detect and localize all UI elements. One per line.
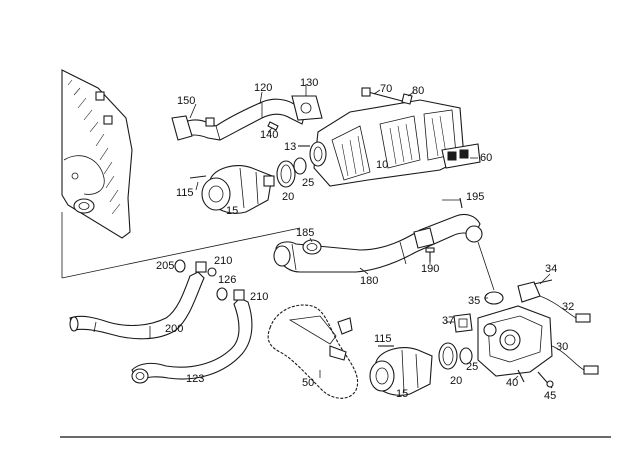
sensor-34: [517, 279, 553, 303]
label-115-upper: 115: [176, 187, 194, 199]
hose-clamp-205: [174, 259, 186, 273]
label-60: 60: [480, 152, 492, 164]
label-45: 45: [544, 390, 556, 402]
bolt-45: [537, 371, 554, 389]
pipe-180: [273, 213, 483, 273]
bolt-190: [425, 247, 435, 262]
vacuum-pump-15-upper: [201, 165, 275, 214]
leader-line: [61, 227, 301, 279]
gasket-60: [441, 143, 481, 169]
label-190: 190: [421, 263, 439, 275]
label-185: 185: [296, 227, 314, 239]
label-10: 10: [376, 159, 388, 171]
egr-cooler-10: [309, 99, 465, 187]
label-32: 32: [562, 301, 574, 313]
label-37: 37: [442, 315, 454, 327]
label-210-upper: 210: [214, 255, 232, 267]
label-30: 30: [556, 341, 568, 353]
label-20-lower: 20: [450, 375, 462, 387]
part-labels: 150 120 130 70 80 140 13 60 115 15 20 25…: [156, 77, 574, 402]
label-35: 35: [468, 295, 480, 307]
label-205: 205: [156, 260, 174, 272]
hose-clamp-210-lower: [216, 287, 245, 301]
connector-126: [207, 267, 217, 277]
o-ring-25-lower: [459, 347, 473, 365]
engine-block: [61, 69, 133, 239]
label-15-upper: 15: [226, 205, 238, 217]
label-120: 120: [254, 82, 272, 94]
label-25-lower: 25: [466, 361, 478, 373]
leader-line: [477, 241, 495, 291]
hose-clamp-210-upper: [195, 261, 207, 273]
gasket-20-upper: [276, 160, 296, 188]
label-126: 126: [218, 274, 236, 286]
screw-40: [517, 369, 525, 383]
label-34: 34: [545, 263, 557, 275]
label-50: 50: [302, 377, 314, 389]
label-15-lower: 15: [396, 388, 408, 400]
label-70: 70: [380, 83, 392, 95]
pipe-120: [171, 98, 307, 141]
label-13: 13: [284, 141, 296, 153]
o-ring-25-upper: [293, 157, 307, 175]
gasket-37: [453, 313, 473, 333]
label-150: 150: [177, 95, 195, 107]
label-25-upper: 25: [302, 177, 314, 189]
gasket-20-lower: [438, 342, 458, 370]
plate-80: [401, 93, 413, 105]
label-140: 140: [260, 129, 278, 141]
screw-140: [267, 121, 279, 131]
label-200: 200: [165, 323, 183, 335]
leader-lines: [189, 84, 551, 381]
label-20-upper: 20: [282, 191, 294, 203]
label-180: 180: [360, 275, 378, 287]
vacuum-pump-15-lower: [369, 347, 433, 396]
ring-185: [302, 239, 322, 255]
flange-gasket-130: [291, 95, 323, 121]
label-210-lower: 210: [250, 291, 268, 303]
housing-30: [477, 305, 553, 377]
timing-chain-50: [267, 304, 358, 399]
hose-200: [69, 271, 205, 340]
sensor-30: [551, 345, 599, 375]
label-80: 80: [412, 85, 424, 97]
sensor-32: [539, 295, 591, 323]
label-115-lower: 115: [374, 333, 392, 345]
label-195: 195: [466, 191, 484, 203]
label-123: 123: [186, 373, 204, 385]
screw-195: [459, 197, 463, 209]
bolt-115-upper: [189, 175, 207, 179]
label-40: 40: [506, 377, 518, 389]
hose-123: [131, 297, 253, 384]
label-130: 130: [300, 77, 318, 89]
